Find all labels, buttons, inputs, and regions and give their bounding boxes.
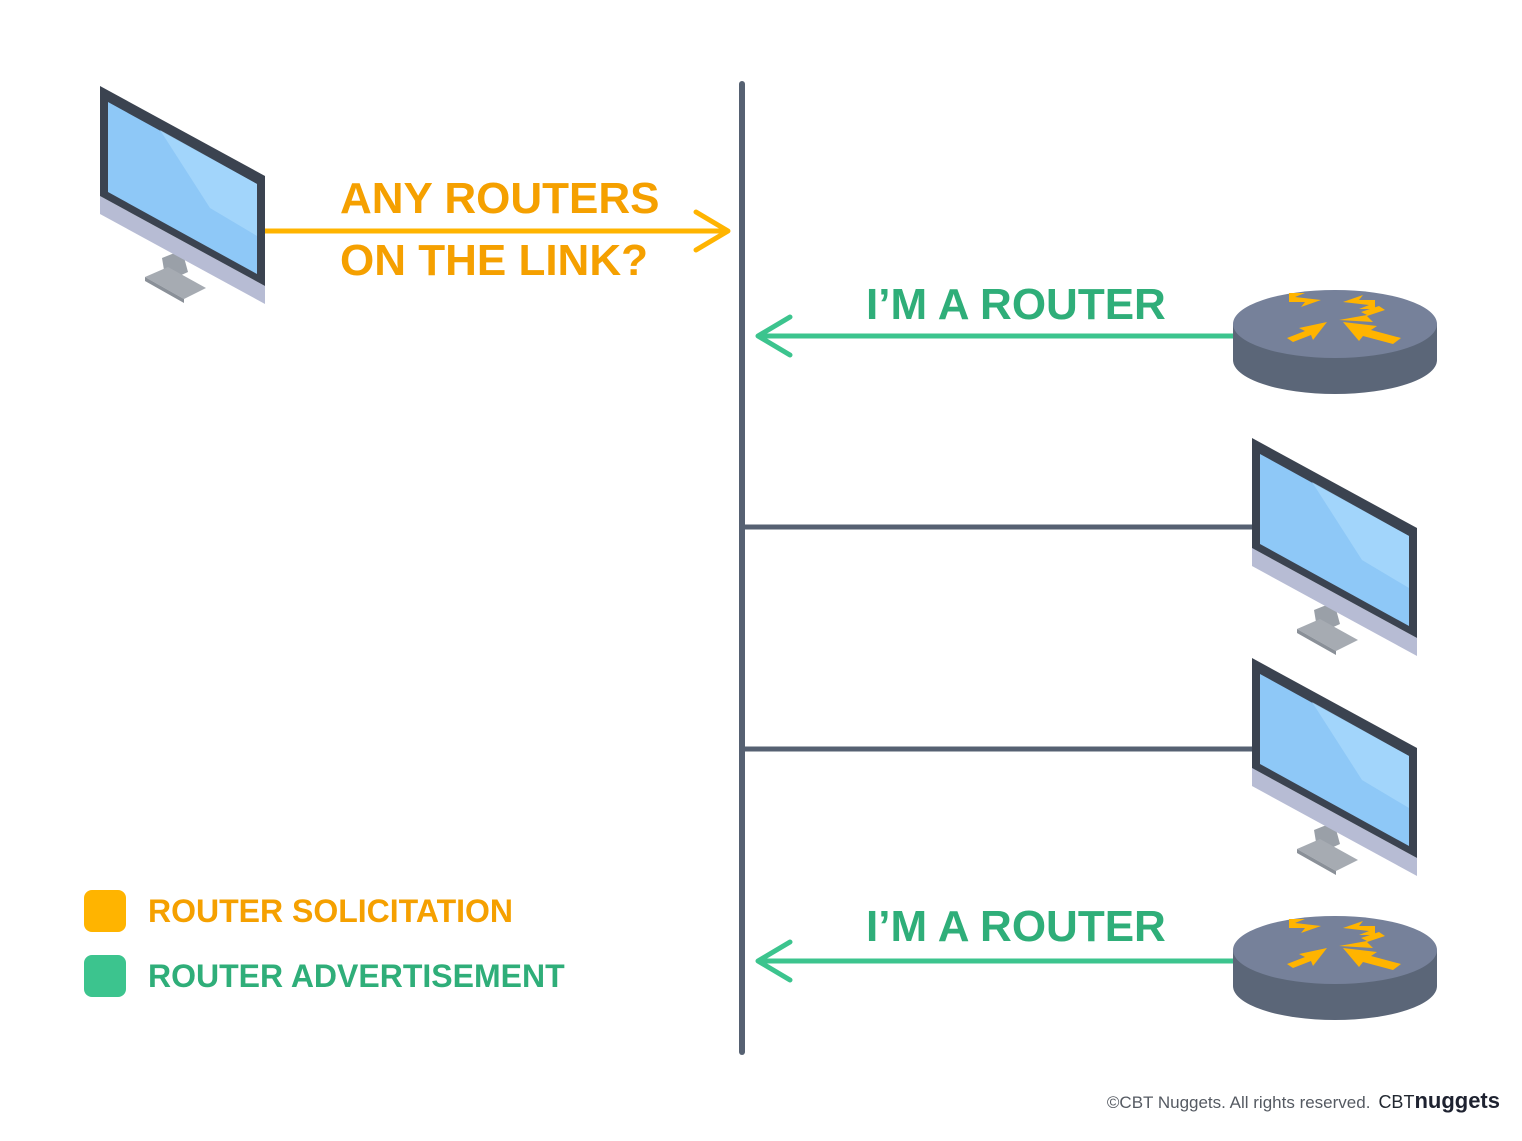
brand-logo: nuggets xyxy=(1414,1088,1500,1113)
computer-icon xyxy=(1252,438,1417,656)
router-icon xyxy=(1233,916,1437,1020)
legend-label-advertisement: ROUTER ADVERTISEMENT xyxy=(148,957,565,994)
copyright-text: ©CBT Nuggets. All rights reserved. xyxy=(1106,1093,1371,1112)
brand-prefix: CBT xyxy=(1378,1092,1415,1112)
legend-swatch-solicitation xyxy=(84,890,126,932)
advertisement-arrowhead-1 xyxy=(755,314,793,358)
advertisement-label-2: I’M A ROUTER xyxy=(866,902,1166,951)
legend-item-advertisement: ROUTER ADVERTISEMENT xyxy=(84,954,565,998)
computer-icon xyxy=(1252,658,1417,876)
solicitation-label-line1: ANY ROUTERS xyxy=(340,174,660,223)
legend-item-solicitation: ROUTER SOLICITATION xyxy=(84,889,513,933)
advertisement-label-1: I’M A ROUTER xyxy=(866,280,1166,329)
advertisement-arrowhead-2 xyxy=(755,939,793,983)
router-icon xyxy=(1233,290,1437,394)
solicitation-arrowhead xyxy=(693,209,731,253)
legend-swatch-advertisement xyxy=(84,955,126,997)
legend-label-solicitation: ROUTER SOLICITATION xyxy=(148,892,514,929)
footer: ©CBT Nuggets. All rights reserved. CBT n… xyxy=(1107,1088,1500,1114)
solicitation-label-line2: ON THE LINK? xyxy=(340,236,648,285)
computer-icon xyxy=(100,86,265,304)
